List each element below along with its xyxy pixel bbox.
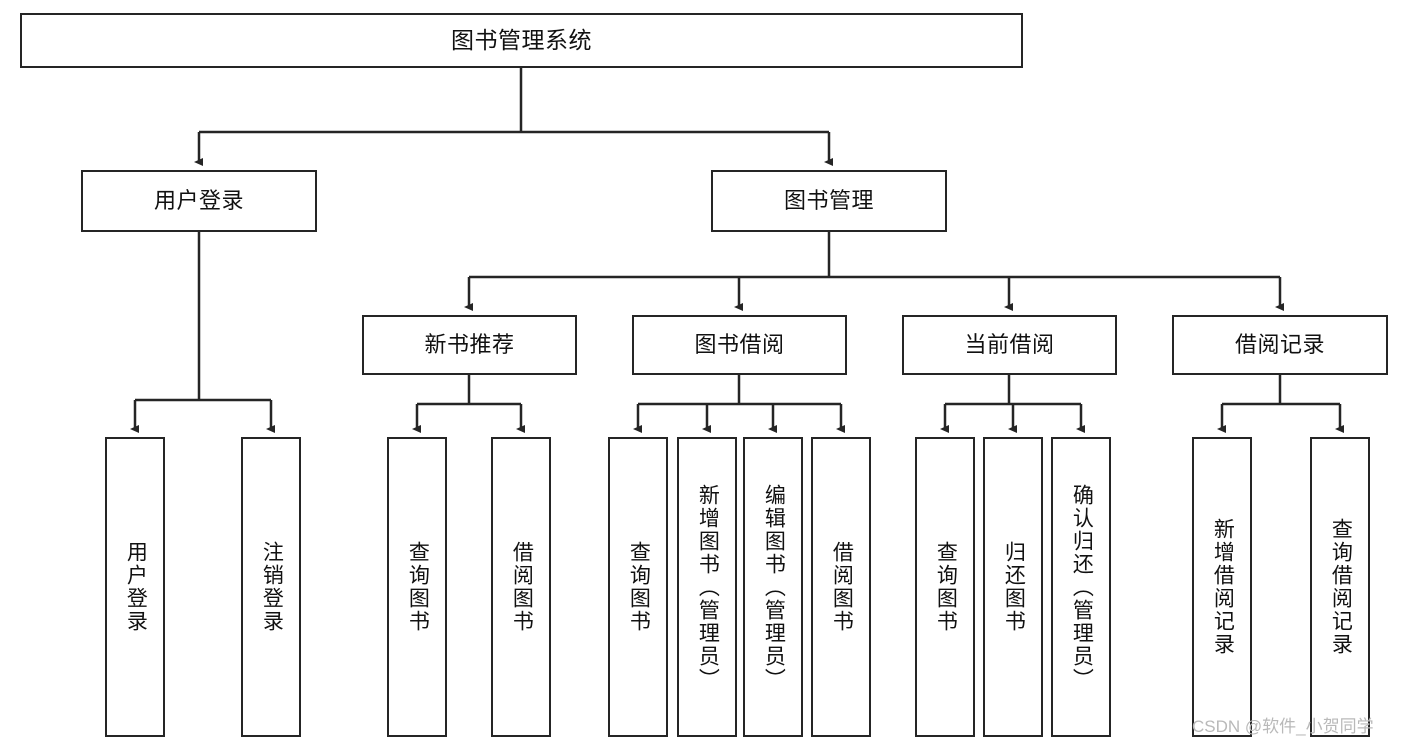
node-label: 查询图书 <box>934 541 958 633</box>
leaf-current-return-book[interactable]: 归还图书 <box>983 437 1043 737</box>
node-book-borrow[interactable]: 图书借阅 <box>632 315 847 375</box>
leaf-current-confirm-return-admin[interactable]: 确认归还（管理员） <box>1051 437 1111 737</box>
leaf-record-add-record[interactable]: 新增借阅记录 <box>1192 437 1252 737</box>
node-current-borrow[interactable]: 当前借阅 <box>902 315 1117 375</box>
node-label: 当前借阅 <box>964 332 1055 358</box>
leaf-recommend-query-book[interactable]: 查询图书 <box>387 437 447 737</box>
node-label: 新增图书（管理员） <box>696 483 720 691</box>
node-label: 归还图书 <box>1002 541 1026 633</box>
node-user-login[interactable]: 用户登录 <box>81 170 317 232</box>
node-label: 新书推荐 <box>424 332 515 358</box>
node-label: 图书借阅 <box>694 332 785 358</box>
node-label: 注销登录 <box>260 541 284 633</box>
node-borrow-record[interactable]: 借阅记录 <box>1172 315 1388 375</box>
node-label: 新增借阅记录 <box>1211 518 1235 656</box>
leaf-user-login-logout[interactable]: 注销登录 <box>241 437 301 737</box>
node-label: 用户登录 <box>124 541 148 633</box>
leaf-record-query-record[interactable]: 查询借阅记录 <box>1310 437 1370 737</box>
leaf-borrow-query-book[interactable]: 查询图书 <box>608 437 668 737</box>
node-label: 借阅图书 <box>510 541 534 633</box>
leaf-borrow-add-book-admin[interactable]: 新增图书（管理员） <box>677 437 737 737</box>
watermark-text: CSDN @软件_小贺同学 <box>1192 717 1374 736</box>
leaf-user-login-login[interactable]: 用户登录 <box>105 437 165 737</box>
node-label: 用户登录 <box>153 188 244 214</box>
node-label: 图书管理系统 <box>451 26 592 53</box>
node-label: 查询借阅记录 <box>1329 518 1353 656</box>
node-label: 确认归还（管理员） <box>1070 483 1094 691</box>
node-label: 图书管理 <box>783 188 874 214</box>
node-book-management[interactable]: 图书管理 <box>711 170 947 232</box>
leaf-borrow-borrow-book[interactable]: 借阅图书 <box>811 437 871 737</box>
leaf-recommend-borrow-book[interactable]: 借阅图书 <box>491 437 551 737</box>
node-label: 借阅记录 <box>1234 332 1325 358</box>
node-new-book-recommend[interactable]: 新书推荐 <box>362 315 577 375</box>
node-label: 编辑图书（管理员） <box>762 483 786 691</box>
leaf-borrow-edit-book-admin[interactable]: 编辑图书（管理员） <box>743 437 803 737</box>
node-root-system[interactable]: 图书管理系统 <box>20 13 1023 68</box>
node-label: 借阅图书 <box>830 541 854 633</box>
node-label: 查询图书 <box>406 541 430 633</box>
leaf-current-query-book[interactable]: 查询图书 <box>915 437 975 737</box>
node-label: 查询图书 <box>627 541 651 633</box>
